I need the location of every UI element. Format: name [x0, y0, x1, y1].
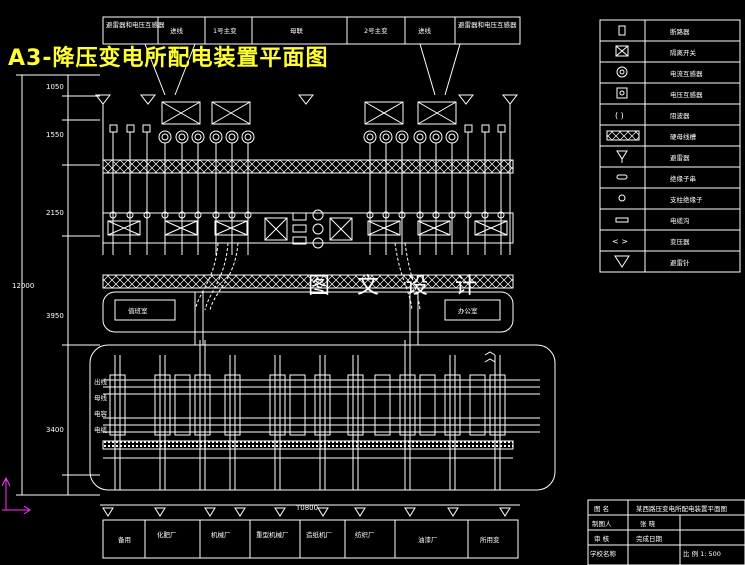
feeder-4: 造纸机厂	[306, 530, 333, 539]
lower-cable-trench	[102, 440, 514, 450]
current-transformer-row	[109, 124, 506, 144]
watermark-text: 图 文 设 计	[308, 274, 487, 299]
title-block-text: 图 名 某西路压变电所配电装置平面图 制图人 张 晓 审 核 完成日期 学校名称…	[590, 504, 727, 558]
tb-r2-label: 制图人	[592, 519, 612, 528]
lower-arrester	[484, 351, 496, 363]
legend-ct-icon	[616, 66, 628, 78]
dim-12000: 12000	[12, 282, 34, 290]
header-cell-2: 1号主变	[213, 26, 237, 35]
feeder-7: 所用变	[480, 535, 500, 544]
header-cell-5: 进线	[418, 26, 432, 35]
dim-3400: 3400	[46, 426, 64, 434]
dimension-lines	[16, 74, 100, 496]
bus-switches	[107, 209, 508, 249]
dim-2150: 2150	[46, 209, 64, 217]
legend-symbols: ( ) < >	[606, 25, 640, 268]
top-header-table	[102, 16, 521, 45]
switchgear-cabinets	[109, 374, 506, 436]
header-cell-3: 母联	[290, 26, 304, 35]
building-frame	[89, 291, 556, 491]
legend-label-11: 避雷针	[670, 258, 690, 267]
bottom-triangles	[102, 507, 511, 517]
main-bus-bar	[102, 159, 514, 244]
legend-insulator-icon	[616, 174, 628, 180]
feeder-2: 机械厂	[211, 530, 231, 539]
tb-r4-mid: 比 例 1: 500	[683, 549, 721, 558]
switchgear-feeders	[114, 340, 501, 490]
bottom-feeder-labels: 备用 化肥厂 机械厂 重型机械厂 造纸机厂 纺织厂 油漆厂 所用变	[118, 530, 500, 544]
legend-label-4: 阻波器	[670, 111, 690, 120]
room-left-label: 值班室	[128, 306, 148, 315]
legend-label-3: 电压互感器	[670, 90, 703, 99]
drawing-title: A3-降压变电所配电装置平面图	[8, 46, 329, 71]
header-cell-0: 避雷器和电压互感器	[106, 20, 165, 29]
ucs-axis-icon	[1, 476, 31, 515]
top-arresters	[94, 94, 519, 105]
header-cell-4: 2号主变	[364, 26, 388, 35]
legend-cable-icon	[615, 217, 629, 223]
legend-busbar-icon	[606, 130, 640, 141]
dim-1050: 1050	[46, 83, 64, 91]
header-cell-1: 进线	[170, 26, 184, 35]
feeder-1: 化肥厂	[157, 530, 177, 539]
top-header-labels: 避雷器和电压互感器 进线 1号主变 母联 2号主变 进线 避雷器和电压互感器	[106, 20, 517, 35]
legend-label-10: 变压器	[670, 237, 690, 246]
bottom-feeder-table	[102, 519, 519, 559]
legend-breaker-icon	[618, 25, 626, 36]
cable-duct	[102, 274, 514, 289]
legend-wavetrap-icon: ( )	[615, 111, 624, 120]
bus-insulators	[109, 211, 505, 219]
legend-label-7: 绝缘子串	[670, 174, 696, 183]
legend-label-6: 避雷器	[670, 153, 690, 162]
lower-bus-lines	[103, 379, 540, 433]
side-label-1: 母线	[94, 393, 108, 402]
legend-label-0: 断路器	[670, 27, 690, 36]
legend-label-5: 硬母线槽	[670, 132, 697, 141]
top-equipment	[161, 101, 457, 125]
tb-r2-mid: 张 晓	[640, 519, 656, 528]
tb-r3-mid: 完成日期	[636, 534, 663, 543]
top-feeder-lines	[144, 43, 461, 96]
legend-rod-icon	[614, 255, 630, 268]
dim-bottom: T0800	[295, 504, 318, 512]
tb-r4-label: 学校名称	[590, 549, 617, 558]
side-label-0: 出线	[94, 377, 108, 386]
tb-r1-label: 图 名	[594, 504, 609, 513]
legend-label-8: 支柱绝缘子	[670, 195, 703, 204]
tb-r1-value: 某西路压变电所配电装置平面图	[636, 504, 727, 513]
feeder-6: 油漆厂	[418, 535, 438, 544]
room-right-label: 办公室	[458, 306, 478, 315]
legend-post-icon	[618, 194, 626, 202]
dim-1550: 1550	[46, 131, 64, 139]
legend-labels: 断路器 隔离开关 电流互感器 电压互感器 阻波器 硬母线槽 避雷器 绝缘子串 支…	[670, 27, 703, 267]
legend-label-1: 隔离开关	[670, 48, 697, 57]
feeder-0: 备用	[118, 535, 131, 544]
side-labels: 出线 母线 电容 电缆	[94, 377, 108, 434]
legend-label-9: 电缆沟	[670, 216, 690, 225]
legend-switch-icon	[615, 45, 629, 57]
legend-table	[599, 19, 741, 273]
dim-3950: 3950	[46, 312, 64, 320]
header-cell-6: 避雷器和电压互感器	[458, 20, 517, 29]
side-label-2: 电容	[94, 409, 108, 418]
side-label-3: 电缆	[94, 425, 108, 434]
transformer-cables	[194, 242, 421, 311]
tb-r3-label: 审 核	[594, 534, 610, 543]
dimension-labels: 1050 1550 2150 12000 3950 3400 T0800	[12, 83, 318, 512]
legend-label-2: 电流互感器	[670, 69, 703, 78]
legend-pt-icon	[616, 87, 628, 99]
title-block	[587, 499, 745, 565]
feeder-5: 纺织厂	[355, 530, 375, 539]
feeder-3: 重型机械厂	[256, 530, 289, 539]
legend-transformer-icon: < >	[612, 237, 628, 246]
legend-arrester-icon	[616, 150, 628, 163]
